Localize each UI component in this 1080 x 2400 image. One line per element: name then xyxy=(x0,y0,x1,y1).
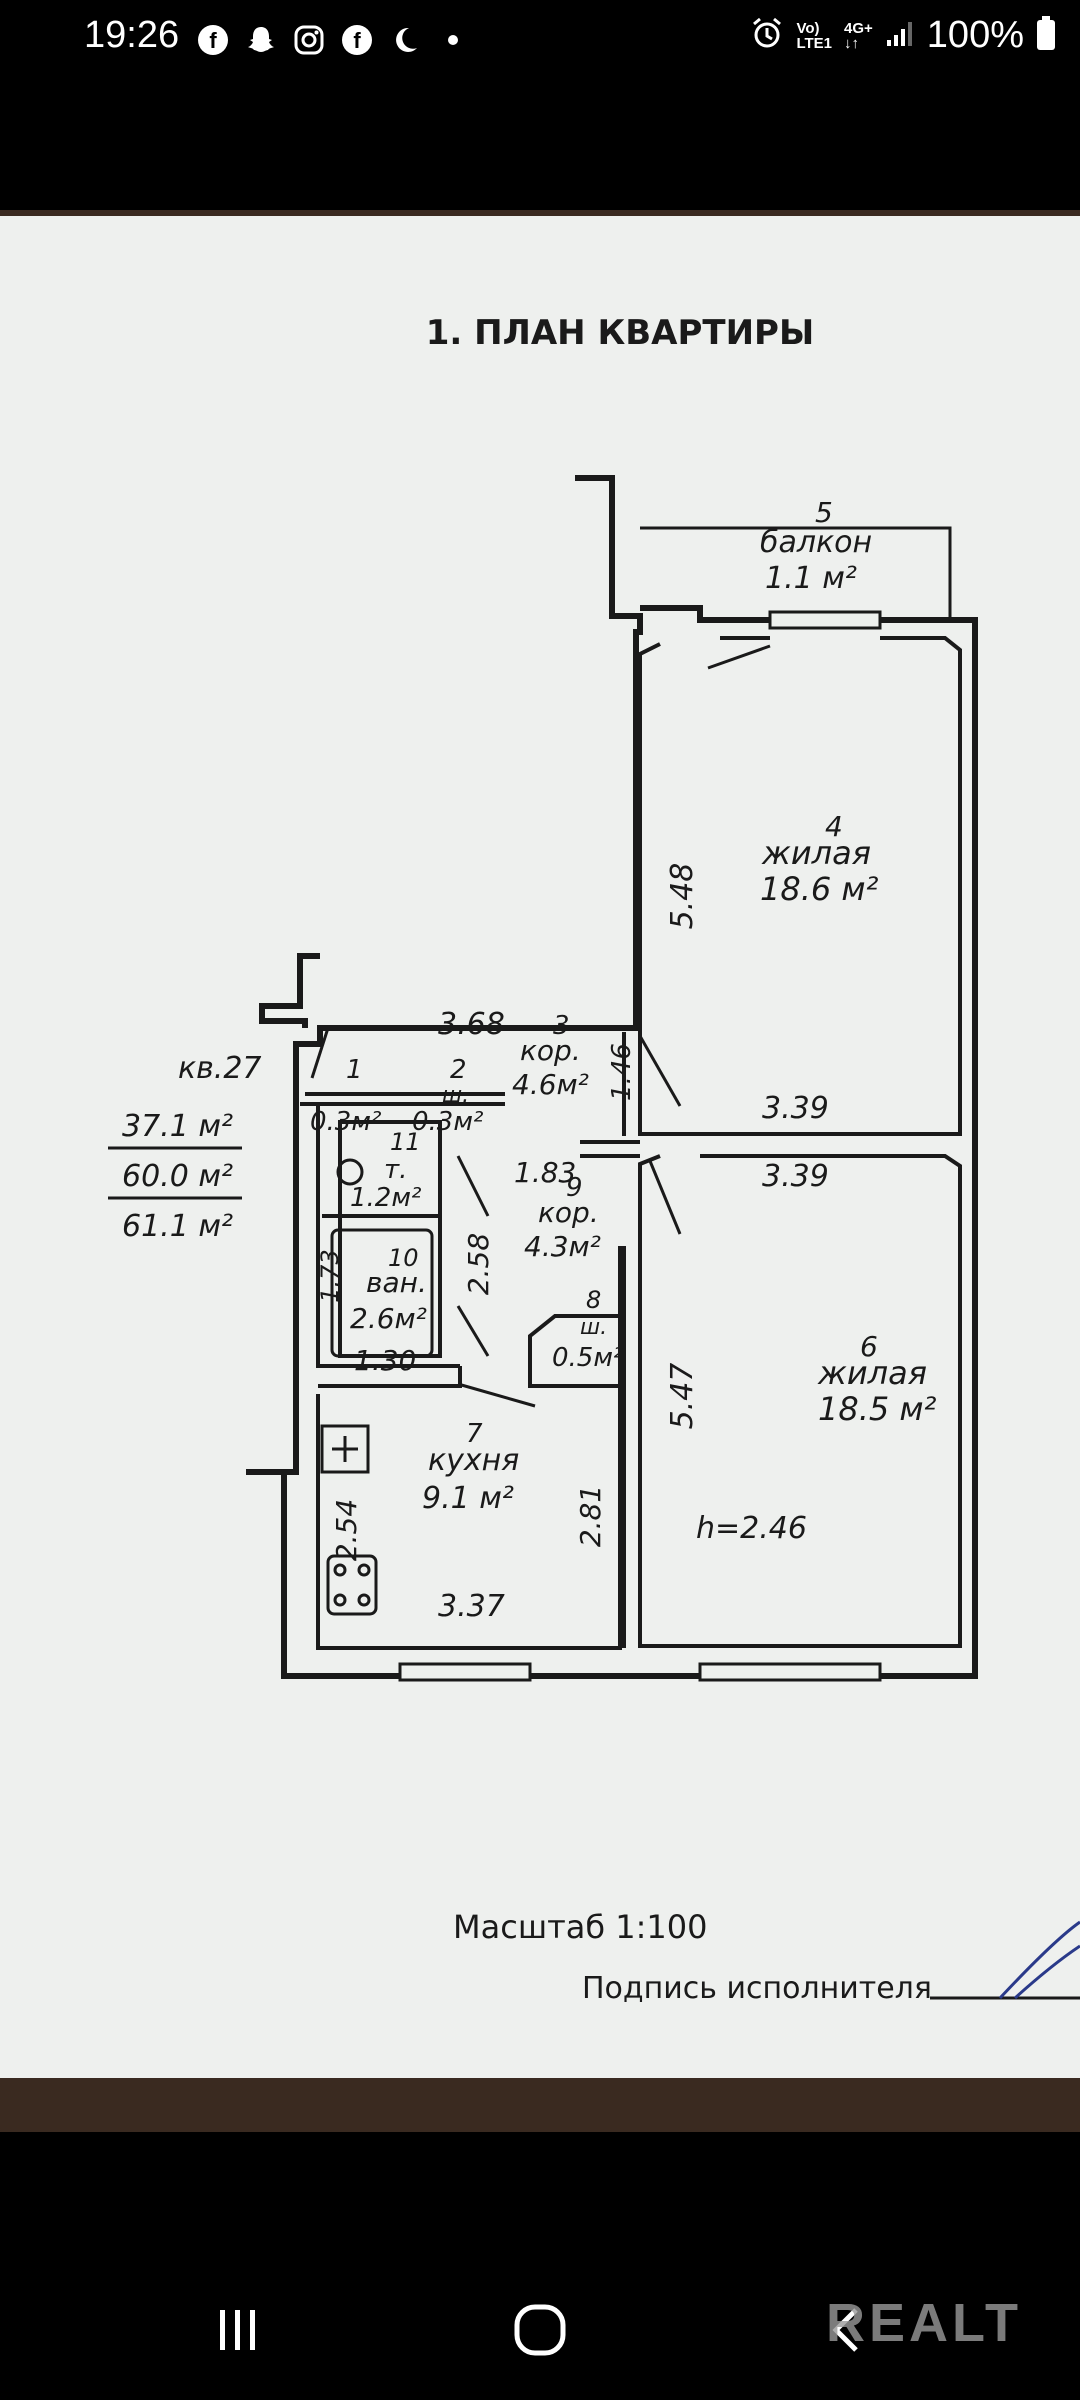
room-4-area: 18.6 м² xyxy=(760,870,879,908)
room-10-number: 10 xyxy=(388,1244,419,1272)
notification-icons: f f xyxy=(196,20,470,60)
walls xyxy=(246,475,978,1679)
dim-146: 1.46 xyxy=(607,1043,637,1101)
room-5-area: 1.1 м² xyxy=(765,561,857,596)
room-8-area: 0.5м² xyxy=(552,1343,623,1373)
svg-text:f: f xyxy=(353,28,361,53)
dim-339b: 3.39 xyxy=(762,1159,829,1194)
door-swings xyxy=(310,644,771,1408)
room-2-number: 2 xyxy=(450,1055,467,1085)
room-4-name: жилая xyxy=(761,834,871,872)
dim-183: 1.83 xyxy=(514,1156,576,1189)
windows xyxy=(398,610,882,1682)
room-6-name: жилая xyxy=(817,1354,927,1392)
dim-130: 1.30 xyxy=(354,1344,416,1377)
room-11-number: 11 xyxy=(390,1128,421,1156)
scale-label: Масштаб 1:100 xyxy=(453,1908,707,1946)
room-8-name: ш. xyxy=(580,1315,607,1340)
alarm-icon xyxy=(750,16,784,55)
volte-icon: Vo) LTE1 xyxy=(796,19,833,52)
dot-icon xyxy=(436,23,470,57)
dim-339a: 3.39 xyxy=(762,1091,829,1126)
area-with-balcony: 61.1 м² xyxy=(122,1209,233,1244)
room-5-name: балкон xyxy=(760,525,872,560)
battery-icon xyxy=(1036,15,1056,56)
room-10-name: ван. xyxy=(366,1266,427,1299)
facebook-icon: f xyxy=(196,23,230,57)
system-icons: Vo) LTE1 4G+ ↓↑ 100% xyxy=(750,14,1056,57)
room-3-area: 4.6м² xyxy=(512,1068,589,1101)
room-9-number: 9 xyxy=(566,1173,583,1203)
room-9-area: 4.3м² xyxy=(524,1230,601,1263)
area-total: 60.0 м² xyxy=(122,1159,233,1194)
room-10-area: 2.6м² xyxy=(350,1302,427,1335)
moon-icon xyxy=(388,23,422,57)
navigation-bar xyxy=(0,2260,1080,2400)
toilet-icon xyxy=(336,1158,364,1186)
ceiling-height: h=2.46 xyxy=(696,1511,807,1546)
room-3-name: кор. xyxy=(520,1034,581,1067)
dim-254: 2.54 xyxy=(330,1499,363,1561)
dim-173: 1.73 xyxy=(316,1249,344,1302)
back-icon[interactable] xyxy=(808,2290,888,2370)
room-11-area: 1.2м² xyxy=(350,1183,421,1213)
dim-548: 5.48 xyxy=(665,863,700,930)
4g-signal-icon: 4G+ ↓↑ xyxy=(844,19,873,52)
room-labels: 5 балкон 1.1 м² 4 жилая 18.6 м² 3 кор. 4… xyxy=(310,496,937,1516)
room-2-name: ш. xyxy=(442,1083,469,1108)
bathtub-icon xyxy=(330,1228,434,1358)
dim-281: 2.81 xyxy=(574,1485,607,1547)
handwritten-signature xyxy=(998,1920,1080,2000)
sink-icon xyxy=(320,1424,370,1474)
svg-text:f: f xyxy=(209,28,217,53)
watermark: REALT xyxy=(826,2293,1022,2353)
stove-icon xyxy=(326,1554,378,1616)
dim-258: 2.58 xyxy=(462,1233,495,1295)
room-7-name: кухня xyxy=(428,1443,519,1478)
room-2-area: 0.3м² xyxy=(412,1107,483,1137)
signature-label: Подпись исполнителя xyxy=(582,1971,932,2006)
room-6-area: 18.5 м² xyxy=(818,1390,937,1428)
battery-level: 100% xyxy=(926,14,1024,56)
facebook-icon: f xyxy=(340,23,374,57)
room-6-number: 6 xyxy=(860,1330,878,1363)
status-bar: 19:26 f f Vo) LTE1 4G+ ↓↑ xyxy=(0,0,1080,80)
dim-368: 3.68 xyxy=(438,1007,505,1042)
recent-apps-icon[interactable] xyxy=(198,2290,278,2370)
signal-bars-icon xyxy=(885,18,915,53)
home-icon[interactable] xyxy=(500,2290,580,2370)
plan-title: 1. ПЛАН КВАРТИРЫ xyxy=(426,313,814,353)
room-4-number: 4 xyxy=(825,810,843,843)
apartment-label: кв.27 xyxy=(178,1051,262,1086)
fixtures xyxy=(320,1158,434,1616)
status-time: 19:26 xyxy=(84,14,180,56)
snapchat-icon xyxy=(244,23,278,57)
floor-plan: 1. ПЛАН КВАРТИРЫ xyxy=(108,313,1080,2006)
instagram-icon xyxy=(292,23,326,57)
room-1-area: 0.3м² xyxy=(310,1107,381,1137)
room-1-number: 1 xyxy=(346,1055,363,1085)
room-3-number: 3 xyxy=(553,1011,570,1041)
dimensions: 5.48 3.68 1.46 3.39 3.39 1.83 2.58 1.73 … xyxy=(316,863,829,1624)
room-11-name: т. xyxy=(384,1155,407,1185)
room-9-name: кор. xyxy=(538,1196,599,1229)
room-7-area: 9.1 м² xyxy=(422,1481,514,1516)
room-5-number: 5 xyxy=(815,496,833,529)
area-living: 37.1 м² xyxy=(122,1109,233,1144)
room-7-number: 7 xyxy=(466,1419,483,1449)
dim-337: 3.37 xyxy=(438,1589,505,1624)
dim-547: 5.47 xyxy=(665,1363,700,1430)
room-8-number: 8 xyxy=(586,1286,601,1314)
apartment-summary: кв.27 37.1 м² 60.0 м² 61.1 м² xyxy=(108,1051,262,1244)
